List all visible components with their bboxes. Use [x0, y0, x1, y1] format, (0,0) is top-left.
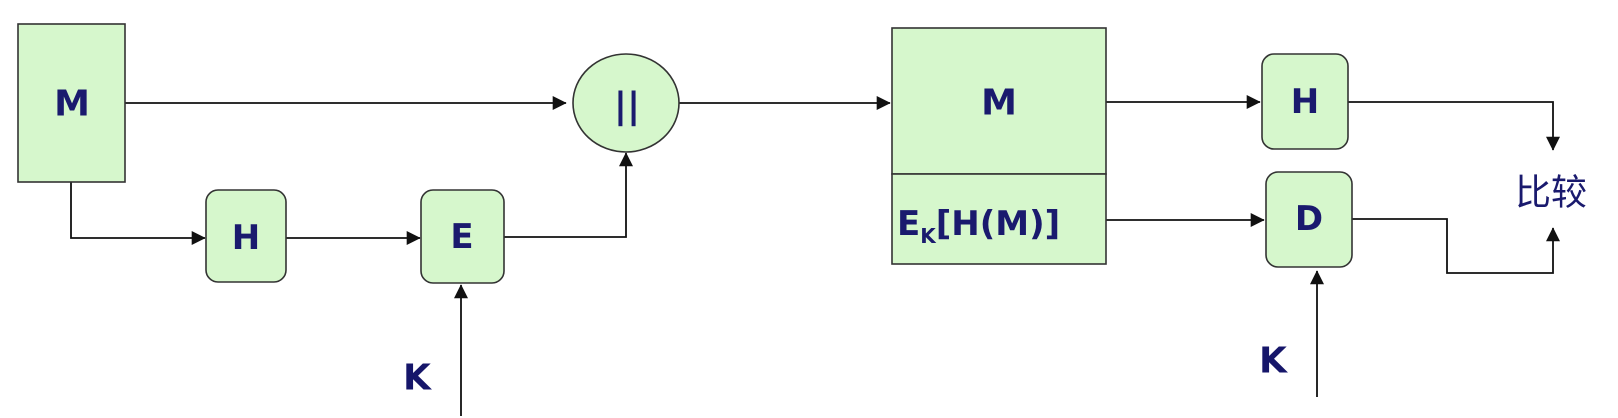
- decrypt-box: D: [1265, 171, 1353, 268]
- hash-box-receiver: H: [1261, 53, 1349, 150]
- decrypt-label: D: [1295, 199, 1323, 239]
- packet-signature-cell: [891, 173, 1107, 265]
- message-box: M: [17, 23, 126, 183]
- signature-tail: [H(M)]: [936, 204, 1060, 244]
- packet-box: M EK[H(M)]: [891, 27, 1107, 265]
- signature-main: E: [897, 204, 920, 244]
- arrow-decrypt-to-compare: [1352, 218, 1560, 274]
- hash-label-receiver: H: [1291, 82, 1319, 122]
- concat-label: ||: [614, 86, 640, 127]
- key-label-sender: K: [403, 358, 432, 399]
- key-label-receiver: K: [1259, 341, 1288, 382]
- hash-label-sender: H: [232, 218, 260, 258]
- encrypt-label: E: [450, 217, 473, 257]
- message-label: M: [54, 84, 90, 125]
- packet-message-label: M: [981, 83, 1017, 124]
- packet-message-cell: [891, 27, 1107, 175]
- compare-label: 比较: [1515, 173, 1587, 214]
- arrow-m-to-hash: [70, 182, 206, 245]
- hash-box-sender: H: [205, 189, 287, 283]
- connectors: [70, 95, 1560, 416]
- arrow-hash-to-compare: [1348, 101, 1560, 151]
- encrypt-box: E: [420, 189, 505, 284]
- signature-label: EK[H(M)]: [897, 204, 1060, 248]
- concat-ellipse: ||: [572, 53, 680, 153]
- arrow-encrypt-to-concat: [503, 152, 633, 238]
- signature-subscript: K: [920, 224, 937, 248]
